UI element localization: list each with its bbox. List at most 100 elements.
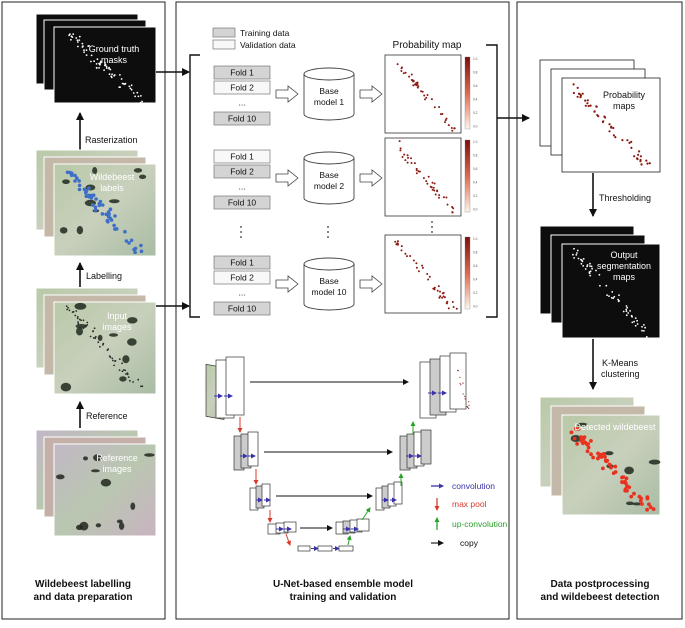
model-label-line1: Base bbox=[319, 170, 339, 180]
animal-dot bbox=[118, 369, 121, 371]
middle-panel-frame bbox=[175, 1, 510, 620]
seg-dot bbox=[625, 305, 628, 307]
prob-dot bbox=[576, 86, 579, 89]
detected-dot bbox=[607, 462, 612, 467]
label-dot bbox=[107, 212, 111, 216]
label-dot bbox=[100, 203, 105, 207]
seg-dot bbox=[643, 330, 645, 332]
colorbar-tick: 0.0 bbox=[473, 208, 478, 212]
label-dot bbox=[77, 187, 82, 192]
label-dot bbox=[94, 197, 98, 201]
prob-dot bbox=[438, 194, 441, 197]
reference-images-stack: Reference images bbox=[35, 429, 157, 537]
prob-dot bbox=[586, 99, 589, 102]
prob-dot bbox=[412, 84, 415, 87]
mask-dot bbox=[83, 51, 85, 53]
prob-dot bbox=[638, 150, 641, 153]
detected-dot bbox=[574, 426, 578, 431]
prob-dot bbox=[457, 369, 459, 371]
prob-dot bbox=[404, 252, 407, 255]
detected-dot bbox=[613, 470, 618, 474]
detected-dot bbox=[586, 442, 590, 446]
prob-dot bbox=[430, 186, 433, 189]
unet-architecture bbox=[205, 352, 470, 552]
unet-output-dots bbox=[457, 369, 470, 409]
animal-dot bbox=[77, 321, 79, 323]
prob-dot bbox=[433, 189, 436, 192]
detected-dot bbox=[603, 458, 608, 463]
vegetation-patch bbox=[59, 227, 68, 234]
label-dot bbox=[108, 207, 113, 211]
prob-dot bbox=[401, 156, 404, 158]
model-label-line2: model 1 bbox=[314, 97, 345, 107]
mask-dot bbox=[139, 101, 142, 104]
vegetation-patch bbox=[130, 502, 136, 510]
mask-dot bbox=[140, 95, 142, 97]
animal-dot bbox=[65, 305, 68, 307]
prob-dot bbox=[466, 405, 468, 408]
mask-dot bbox=[95, 66, 98, 69]
ensemble-ellipsis bbox=[240, 221, 433, 238]
legend-up-convolution: up-convolution bbox=[452, 519, 508, 529]
seg-dot bbox=[589, 270, 592, 273]
prob-dot bbox=[589, 104, 592, 107]
animal-dot bbox=[80, 319, 82, 322]
label-dot bbox=[104, 212, 108, 217]
animal-dot bbox=[126, 372, 129, 375]
seg-dot bbox=[608, 295, 610, 297]
probability-map-dots bbox=[398, 140, 455, 214]
prob-dot bbox=[572, 83, 575, 86]
label-dot bbox=[65, 170, 70, 175]
prob-dot bbox=[431, 188, 434, 191]
label-dot bbox=[113, 227, 117, 231]
prob-dot bbox=[445, 117, 448, 120]
animal-dot bbox=[75, 310, 78, 312]
reference-label: Reference bbox=[86, 411, 128, 421]
detected-dot bbox=[586, 445, 591, 450]
seg-dot bbox=[611, 291, 614, 293]
prob-dot bbox=[601, 120, 605, 124]
mask-dot bbox=[132, 92, 135, 94]
prob-dot bbox=[608, 130, 611, 133]
left-panel-title-2: and data preparation bbox=[34, 592, 133, 603]
colorbar-tick: 0.0 bbox=[473, 125, 478, 129]
detected-dot bbox=[585, 449, 590, 454]
vegetation-patch bbox=[127, 338, 137, 346]
colorbar-tick: 0.4 bbox=[473, 181, 478, 185]
prob-dot bbox=[402, 72, 405, 75]
mask-dot bbox=[136, 91, 139, 94]
animal-dot bbox=[94, 335, 97, 338]
fold-10-box bbox=[213, 111, 271, 126]
label-dot bbox=[98, 199, 103, 204]
unet-feature-map bbox=[225, 356, 245, 416]
detected-dot bbox=[632, 491, 636, 496]
label-dot bbox=[93, 205, 98, 209]
vegetation-patch bbox=[632, 502, 642, 506]
right-panel-frame bbox=[516, 1, 683, 620]
probability-map-dots bbox=[396, 63, 456, 132]
prob-dot bbox=[412, 259, 415, 262]
seg-dot bbox=[629, 310, 631, 312]
prob-dot bbox=[468, 407, 470, 409]
animal-dot bbox=[92, 330, 94, 333]
seg-dot bbox=[643, 324, 645, 326]
training-legend-swatch bbox=[212, 27, 236, 38]
seg-dot bbox=[573, 247, 575, 250]
prob-dot bbox=[453, 127, 456, 130]
vegetation-patch bbox=[95, 523, 102, 528]
prob-dot bbox=[468, 401, 470, 403]
seg-dot bbox=[644, 326, 646, 329]
seg-dot bbox=[595, 269, 597, 272]
animal-dot bbox=[85, 324, 87, 327]
seg-dot bbox=[625, 314, 628, 317]
prob-dot bbox=[579, 96, 582, 99]
model-label-line2: model 10 bbox=[312, 287, 347, 297]
unet-bottleneck bbox=[297, 545, 311, 552]
ground-truth-label-1: Ground truth bbox=[89, 44, 140, 54]
vegetation-patch bbox=[109, 333, 118, 337]
prob-dot bbox=[637, 153, 640, 156]
prob-dot bbox=[630, 140, 633, 143]
prob-dot bbox=[614, 136, 617, 139]
prob-dot bbox=[410, 162, 413, 164]
colorbar-tick: 0.4 bbox=[473, 278, 478, 282]
